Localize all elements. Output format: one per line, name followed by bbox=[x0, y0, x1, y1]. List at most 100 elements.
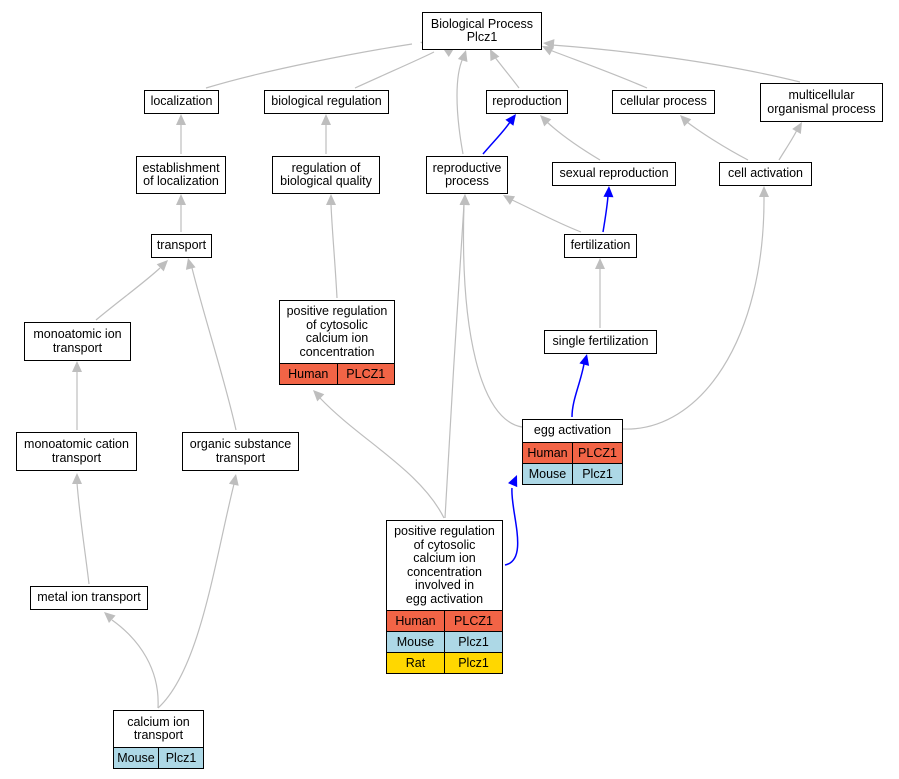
arrowhead-icon bbox=[321, 114, 331, 125]
arrowhead-icon bbox=[176, 114, 186, 125]
arrowhead-icon bbox=[759, 186, 769, 197]
arrowhead-icon bbox=[457, 50, 468, 62]
node-metal-ion[interactable]: metal ion transport bbox=[30, 586, 148, 610]
edge-calcium-ion-to-metal-ion bbox=[111, 619, 159, 709]
arrowhead-icon bbox=[313, 390, 325, 402]
node-pos-reg-egg[interactable]: positive regulation of cytosolic calcium… bbox=[386, 520, 503, 674]
node-reproductive-process[interactable]: reproductive process bbox=[426, 156, 508, 194]
edge-organic-substance-to-transport bbox=[191, 267, 237, 431]
gene-cell: PLCZ1 bbox=[336, 364, 395, 384]
arrowhead-icon bbox=[185, 258, 196, 270]
node-pos-reg-calcium[interactable]: positive regulation of cytosolic calcium… bbox=[279, 300, 395, 385]
edge-reproduction-to-root bbox=[493, 55, 520, 89]
arrowhead-icon bbox=[156, 260, 168, 272]
node-organic-substance[interactable]: organic substance transport bbox=[182, 432, 299, 471]
node-localization[interactable]: localization bbox=[144, 90, 219, 114]
node-label: cell activation bbox=[727, 166, 804, 181]
node-label: single fertilization bbox=[552, 334, 649, 349]
node-label: positive regulation of cytosolic calcium… bbox=[286, 304, 388, 359]
arrowhead-icon bbox=[792, 122, 802, 135]
arrowhead-icon bbox=[540, 115, 552, 127]
arrowhead-icon bbox=[228, 474, 239, 486]
arrowhead-icon bbox=[490, 49, 500, 62]
species-cell: Human bbox=[395, 614, 436, 628]
species-cell: Mouse bbox=[117, 751, 155, 765]
node-root[interactable]: Biological Process Plcz1 bbox=[422, 12, 542, 50]
node-multicellular[interactable]: multicellular organismal process bbox=[760, 83, 883, 122]
arrowhead-icon bbox=[72, 473, 82, 484]
node-label: calcium ion transport bbox=[127, 714, 190, 742]
node-transport[interactable]: transport bbox=[151, 234, 212, 258]
annotation-row: Rat Plcz1 bbox=[387, 652, 502, 673]
node-label: monoatomic ion transport bbox=[33, 327, 122, 355]
node-label: organic substance transport bbox=[189, 437, 292, 465]
node-monoatomic-cation[interactable]: monoatomic cation transport bbox=[16, 432, 137, 471]
node-label: metal ion transport bbox=[37, 590, 141, 605]
edge-fertilization-to-reproductive-process bbox=[511, 199, 582, 233]
arrowhead-icon bbox=[72, 361, 82, 372]
edge-cell-activation-to-cellular-process bbox=[686, 121, 749, 161]
node-cellular-process[interactable]: cellular process bbox=[612, 90, 715, 114]
arrowhead-icon bbox=[603, 186, 614, 198]
edge-localization-to-root bbox=[205, 43, 413, 89]
node-single-fertilization[interactable]: single fertilization bbox=[544, 330, 657, 354]
species-cell: Human bbox=[527, 446, 568, 460]
arrowhead-icon bbox=[543, 39, 555, 50]
node-label: Biological Process Plcz1 bbox=[430, 16, 534, 44]
edge-pos-reg-calcium-to-regulation-quality bbox=[330, 203, 338, 299]
node-label: sexual reproduction bbox=[559, 166, 669, 181]
edge-calcium-ion-to-organic-substance bbox=[157, 483, 235, 709]
node-label: regulation of biological quality bbox=[280, 160, 372, 188]
annotation-row: Human PLCZ1 bbox=[280, 363, 394, 384]
node-label: monoatomic cation transport bbox=[24, 437, 129, 465]
edge-cellular-process-to-root bbox=[549, 49, 648, 89]
arrowhead-icon bbox=[104, 612, 116, 624]
edge-reproductive-process-to-reproduction bbox=[482, 121, 511, 155]
annotation-row: Mouse Plcz1 bbox=[387, 631, 502, 652]
species-cell: Mouse bbox=[396, 635, 435, 649]
node-label: fertilization bbox=[570, 238, 631, 253]
arrowhead-icon bbox=[542, 46, 555, 56]
node-label: transport bbox=[156, 238, 207, 253]
arrowhead-icon bbox=[503, 195, 516, 205]
arrowhead-icon bbox=[595, 258, 605, 269]
edge-egg-activation-to-single-fertilization bbox=[571, 363, 585, 418]
arrowhead-icon bbox=[459, 194, 470, 206]
arrowhead-icon bbox=[508, 475, 518, 488]
node-label: establishment of localization bbox=[142, 160, 220, 188]
edge-cell-activation-to-multicellular bbox=[778, 129, 798, 161]
edge-monoatomic-ion-to-transport bbox=[95, 267, 161, 321]
node-label: localization bbox=[150, 94, 213, 109]
arrowhead-icon bbox=[579, 354, 590, 366]
node-sexual-reproduction[interactable]: sexual reproduction bbox=[552, 162, 676, 186]
gene-cell: PLCZ1 bbox=[572, 443, 622, 463]
node-label: reproductive process bbox=[432, 160, 502, 188]
node-cell-activation[interactable]: cell activation bbox=[719, 162, 812, 186]
arrowhead-icon bbox=[680, 115, 692, 127]
species-cell: Rat bbox=[405, 656, 426, 670]
species-cell: Mouse bbox=[528, 467, 567, 481]
edge-egg-activation-to-cell-activation bbox=[622, 195, 765, 430]
node-label: positive regulation of cytosolic calcium… bbox=[394, 524, 495, 606]
edge-egg-activation-to-reproductive-process bbox=[462, 203, 523, 428]
node-label: cellular process bbox=[620, 94, 707, 109]
node-reproduction[interactable]: reproduction bbox=[486, 90, 568, 114]
node-monoatomic-ion[interactable]: monoatomic ion transport bbox=[24, 322, 131, 361]
gene-cell: Plcz1 bbox=[444, 653, 502, 673]
node-regulation-quality[interactable]: regulation of biological quality bbox=[272, 156, 380, 194]
node-fertilization[interactable]: fertilization bbox=[564, 234, 637, 258]
node-biological-regulation[interactable]: biological regulation bbox=[264, 90, 389, 114]
edge-pos-reg-egg-to-pos-reg-calcium bbox=[319, 397, 445, 519]
node-label: egg activation bbox=[533, 423, 612, 438]
node-label: multicellular organismal process bbox=[767, 88, 876, 116]
gene-cell: Plcz1 bbox=[444, 632, 502, 652]
species-cell: Human bbox=[288, 367, 329, 381]
annotation-row: Human PLCZ1 bbox=[523, 442, 622, 463]
node-establishment[interactable]: establishment of localization bbox=[136, 156, 226, 194]
